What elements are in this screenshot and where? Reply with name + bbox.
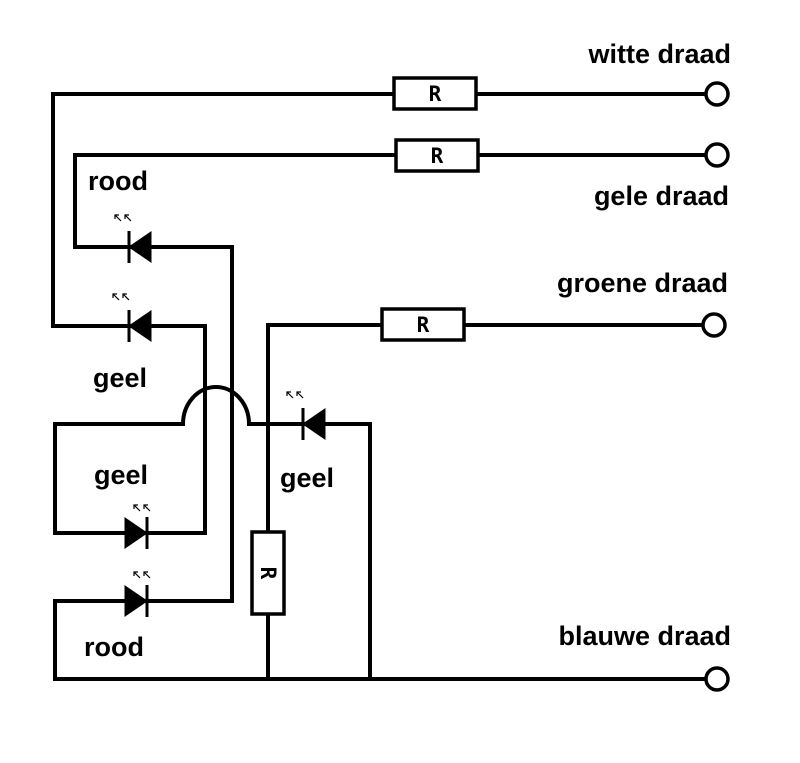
led-light-emission-icon (133, 504, 151, 512)
resistor-label: R (431, 144, 444, 168)
terminal-yellow (704, 142, 730, 168)
label-yellow-wire: gele draad (594, 181, 729, 211)
label-led-middle-yellow: geel (280, 463, 334, 493)
led-bottom-red (124, 571, 151, 617)
led-light-emission-icon (286, 391, 304, 399)
label-green-wire: groene draad (557, 268, 728, 298)
terminal-blue (704, 666, 730, 692)
led-triangle (128, 310, 152, 342)
resistor-label: R (417, 313, 430, 337)
led-light-emission-icon (112, 293, 130, 301)
resistor-vertical: R (250, 530, 286, 616)
resistor-white: R (392, 76, 478, 111)
wire-yellow-path (73, 153, 707, 603)
terminal-green (701, 312, 727, 338)
wire-crossover-path (53, 385, 372, 681)
label-led-top-red: rood (88, 166, 148, 196)
led-upper-yellow (112, 293, 152, 342)
led-light-emission-icon (133, 571, 151, 579)
label-white-wire: witte draad (587, 39, 731, 69)
resistor-yellow: R (394, 138, 480, 173)
led-light-emission-icon (114, 214, 132, 222)
resistor-label: R (429, 82, 442, 106)
label-led-upper-yellow: geel (93, 363, 147, 393)
led-triangle (128, 231, 152, 263)
led-top-red (114, 214, 152, 263)
label-led-bottom-red: rood (84, 632, 144, 662)
wire-white-path (51, 92, 707, 535)
led-lower-yellow (124, 504, 151, 549)
resistor-green: R (380, 307, 466, 342)
label-led-lower-yellow: geel (94, 460, 148, 490)
label-blue-wire: blauwe draad (558, 621, 731, 651)
led-triangle (124, 585, 148, 617)
led-triangle (124, 517, 148, 549)
led-middle-yellow (286, 391, 326, 440)
resistor-label: R (256, 567, 280, 580)
terminal-white (704, 81, 730, 107)
led-triangle (302, 408, 326, 440)
